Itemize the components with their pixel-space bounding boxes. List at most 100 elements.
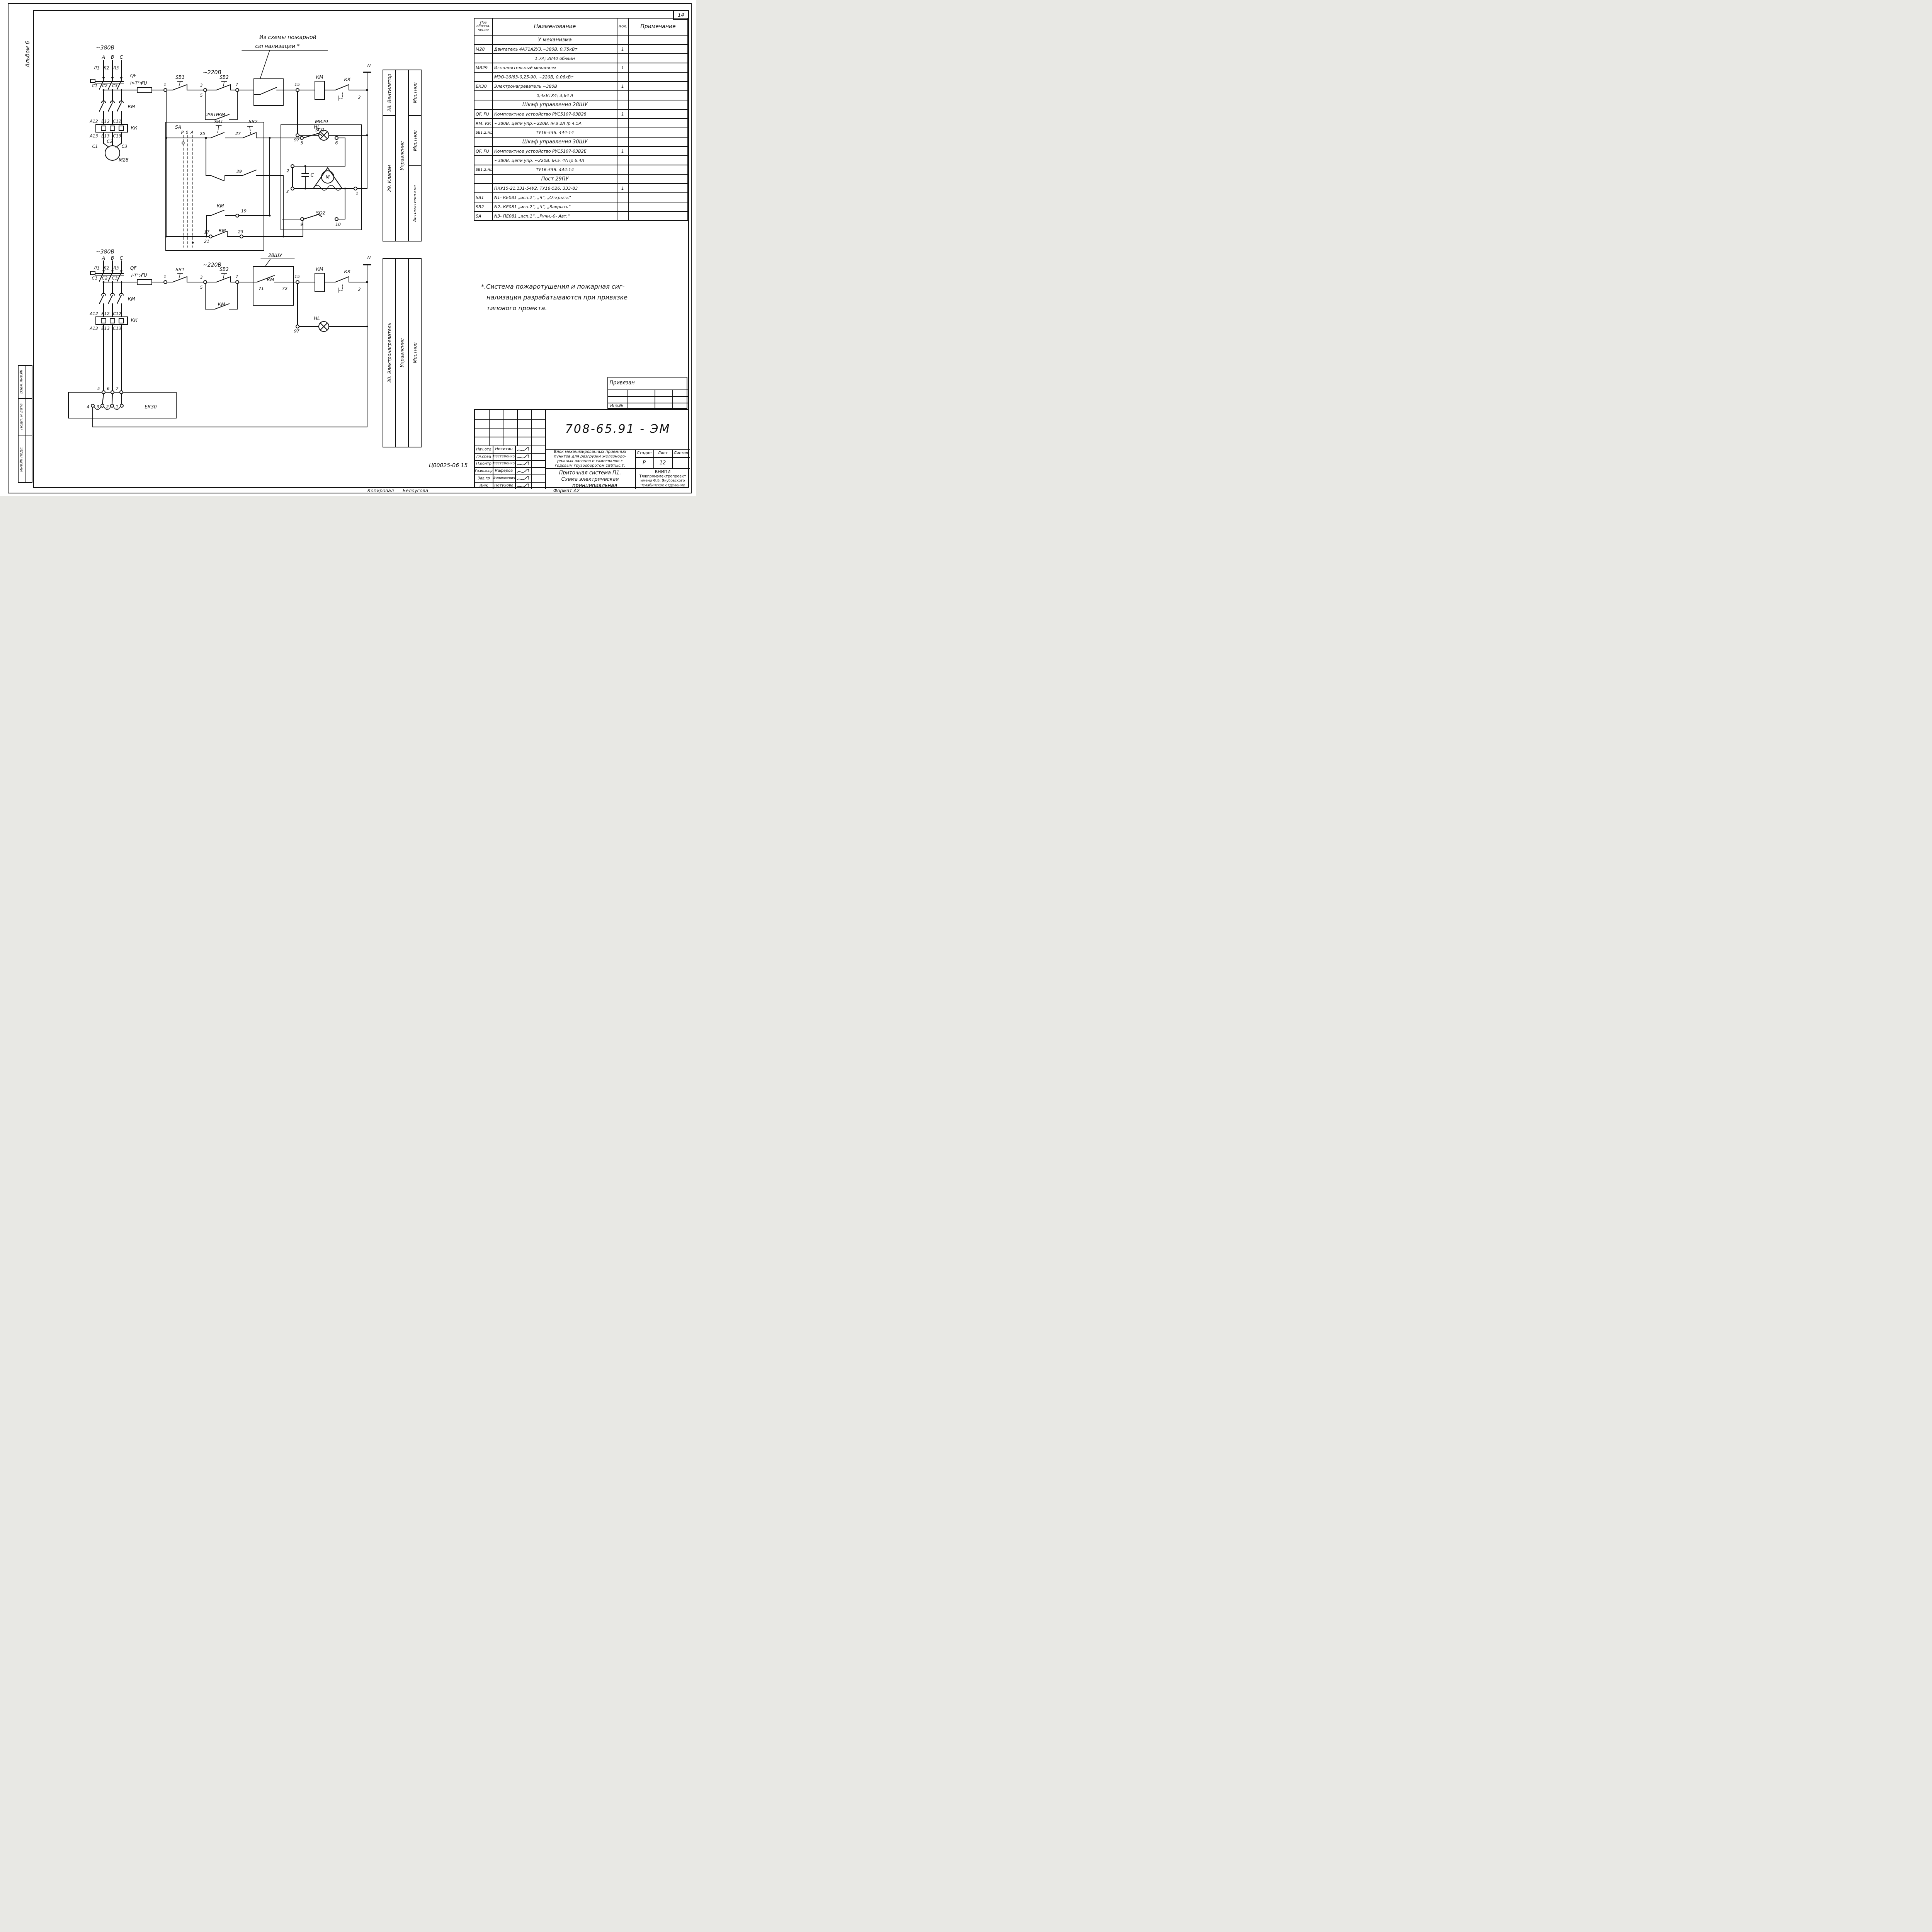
wire-c13-label: С13 <box>113 133 121 139</box>
page-number: 14 <box>678 12 684 18</box>
b-node-5-label: 5 <box>200 285 203 290</box>
band-bottom-local: Местное <box>408 258 422 447</box>
project-desc-4: годовым грузооборотом 186тыс.Т. <box>554 464 626 468</box>
b-phase-b-label: В <box>111 255 114 261</box>
node-25-label: 25 <box>200 131 205 136</box>
node-5-label: 5 <box>200 93 203 98</box>
b-phase-c-label: С <box>119 255 123 261</box>
node-97-label: 97 <box>294 137 299 143</box>
node-19-label: 19 <box>241 208 247 214</box>
band-local2-label: Местное <box>412 130 418 151</box>
post-29pu-box <box>165 91 303 251</box>
remote-sb2-label: SB2 <box>248 119 258 124</box>
table-row: МЭО-16/63-0,25-90, ~220В, 0,06кВт <box>474 72 688 82</box>
sb2-button-label: SB2 <box>219 75 229 80</box>
band-control-label: Управление <box>399 141 405 170</box>
node-15-label: 15 <box>294 82 300 87</box>
project-desc-2: пунктов для разгрузки железнодо- <box>554 454 626 459</box>
b-kk-relay-label: КК <box>131 318 138 323</box>
role-name-1: Никитин <box>495 447 513 451</box>
role-name-2: Нестеренко <box>493 454 515 459</box>
km-aux23-label: КМ <box>218 228 226 233</box>
ek-term-7-label: 7 <box>116 386 119 391</box>
b-node-2-label: 2 <box>358 287 361 292</box>
b-sb2-button-label: SB2 <box>219 267 229 272</box>
sa-pos-0-label: 0 <box>185 130 189 135</box>
org-line-2: Тяжпромэлектропроект <box>639 474 686 479</box>
node-23-label: 23 <box>238 229 243 235</box>
sq2-node10-label: 10 <box>335 222 341 227</box>
band-30-label: 30. Электронагреватель <box>386 323 392 383</box>
sheets-header: Листов <box>673 451 688 455</box>
footnote: *.Система пожаротушения и пожарная сиг- … <box>481 281 690 314</box>
parts-table: Поз обозна- чение Наименование Кол. Прим… <box>474 18 688 221</box>
hl-lamp-label: HL <box>314 124 320 130</box>
b-wire-a12-label: А12 <box>90 311 98 316</box>
mv-node2-label: 2 <box>286 168 289 173</box>
table-row: У механизма <box>474 35 688 45</box>
bottom-control-row <box>102 259 371 427</box>
ek-term-3-label: 3 <box>96 404 99 410</box>
doc-code: Ц00025-06 15 <box>429 463 468 469</box>
control-voltage-label: ~220В <box>202 70 222 76</box>
table-row: Пост 29ПУ <box>474 174 688 184</box>
ek30-heater <box>68 390 367 427</box>
project-desc-3: рожных вагонов и самосвалов с <box>557 459 623 463</box>
band-28-label: 28. Вентилятор <box>386 74 392 112</box>
project-desc-1: Блок механизированных приемных <box>554 450 626 454</box>
footnote-line2: нализация разрабатываются при привязке <box>486 294 628 301</box>
band-b-local-label: Местное <box>412 342 418 363</box>
wire-b13-label: В13 <box>101 133 110 139</box>
b-neutral-label: N <box>367 255 371 260</box>
sheet-value: 12 <box>659 460 666 466</box>
bottom-power-section <box>90 260 128 391</box>
band-top-local2: Местное <box>408 115 422 166</box>
b-km-holding-label: КМ <box>218 302 225 307</box>
motor-c1-label: С1 <box>92 144 98 149</box>
drawing-sheet: 14 Альбом 6 Взам.инв.№ Подп. и дата Инв.… <box>0 0 696 496</box>
b-terminal-c1-label: С1 <box>92 276 98 281</box>
mv29-box-label: МВ29 <box>315 119 328 124</box>
motor-c3-label: С3 <box>121 144 128 149</box>
wire-b12-label: В12 <box>101 119 110 124</box>
outer-border <box>8 3 692 493</box>
title-block: 708-65.91 - ЭМ Нач.отд Никитин Гл.спец Н… <box>474 409 690 490</box>
sheet-header: Лист <box>658 451 668 455</box>
node-17-label: 17 <box>204 230 209 235</box>
wire-l2-label: Л2 <box>103 65 109 71</box>
format-label: Формат А2 <box>553 488 580 493</box>
b-wire-l3-label: Л3 <box>113 265 119 271</box>
header-pos: Поз обозна- чение <box>474 18 493 36</box>
b-wire-l2-label: Л2 <box>103 265 109 271</box>
privyazan-label: Привязан <box>609 380 635 386</box>
band-29-label: 29. Клапан <box>386 165 392 192</box>
b-wire-a13-label: А13 <box>90 326 98 331</box>
schematic-linework <box>68 50 371 427</box>
node-1-label: 1 <box>163 82 167 87</box>
table-row: Шкаф управления 30ШУ <box>474 137 688 147</box>
b-node-7-label: 7 <box>235 274 238 279</box>
b-phase-a-label: А <box>102 255 105 261</box>
b-node-3-label: 3 <box>200 275 203 280</box>
top-power-section <box>90 60 128 161</box>
qf-breaker-label: QF <box>130 73 137 78</box>
signature <box>516 447 530 490</box>
band-local1-label: Местное <box>412 82 418 103</box>
band-top-28-vent: 28. Вентилятор <box>383 70 396 116</box>
b-fuse-fu-label: FU <box>141 272 147 278</box>
kk-contact-label: КК <box>344 77 351 82</box>
b-control-voltage-label: ~220В <box>202 262 222 268</box>
wire-c12-label: С12 <box>113 119 121 124</box>
phase-b-label: В <box>111 54 114 60</box>
neutral-label: N <box>367 63 371 68</box>
sq1-node5-label: 5 <box>300 140 303 146</box>
band-bottom-30-heater: 30. Электронагреватель <box>383 258 396 447</box>
b-wire-c12-label: С12 <box>113 311 121 316</box>
